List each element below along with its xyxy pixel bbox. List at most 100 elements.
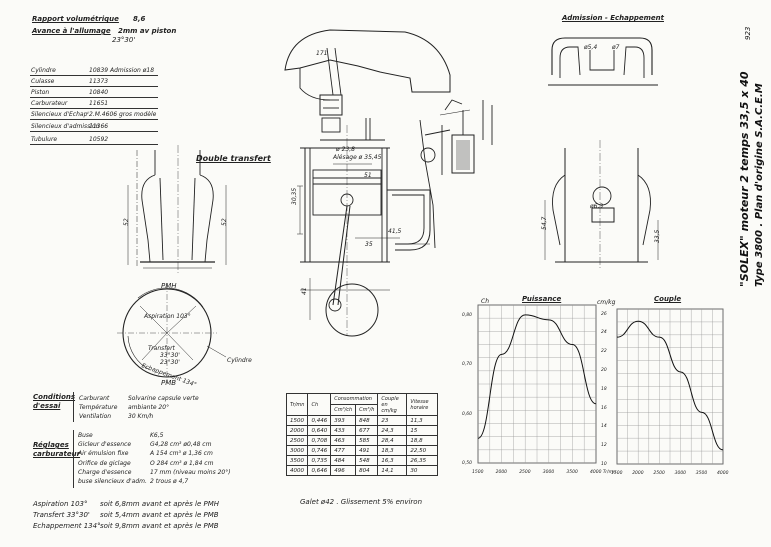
table-cell: 3500 [285, 455, 309, 466]
footer-value: soit 5,4mm avant et après le PMB [100, 511, 219, 519]
table-cell: 433 [330, 425, 357, 436]
dim-52-right: 52 [221, 218, 228, 226]
puissance-ylabel: Ch [481, 298, 489, 305]
advance-label: Avance à l'allumage [32, 27, 111, 35]
x-tick-label: 3000 [674, 471, 687, 476]
table-cell: 18,3 [377, 445, 408, 456]
dim-41: 41 [301, 287, 308, 295]
footer-label: Aspiration 103° [33, 500, 88, 508]
reglage-value: K6,5 [150, 432, 164, 439]
y-tick-label: 0,80 [462, 312, 473, 318]
footer-value: soit 6,8mm avant et après le PMH [100, 500, 220, 508]
table-cell: 393 [330, 415, 357, 426]
part-label: Culasse [31, 78, 55, 85]
footer-label: Transfert 33°30' [33, 511, 90, 519]
th-vitesse: Vitesse horaire [406, 393, 439, 416]
reglage-label: Buse [78, 432, 93, 439]
y-tick-label: 16 [601, 405, 607, 411]
y-tick-label: 0,60 [462, 411, 473, 417]
condition-value: 30 Km/h [128, 413, 154, 420]
couple-title: Couple [654, 295, 682, 303]
x-tick-label: 2000 [632, 471, 644, 476]
dim-547: 54,7 [541, 216, 548, 230]
table-cell: 18,8 [406, 435, 439, 446]
trans-label: Transfert [148, 345, 175, 352]
table-cell: 3000 [285, 445, 309, 456]
th-tr: Tr/mn [285, 393, 309, 416]
table-cell: 677 [355, 425, 379, 436]
title-sub: Type 3800 . Plan d'origine S.A.C.E.M [754, 83, 765, 287]
cylindre-label: Cylindre [227, 357, 252, 364]
dim-alesage: Alésage ø 35,45 [333, 154, 382, 161]
table-cell: 1500 [285, 415, 309, 426]
y-tick-label: 0,70 [462, 362, 473, 368]
table-cell: 11,3 [406, 415, 439, 426]
table-cell: 23 [377, 415, 408, 426]
x-tick-label: 3000 [542, 470, 555, 475]
y-tick-label: 12 [601, 443, 607, 449]
puissance-chart [477, 304, 597, 464]
x-tick-label: 3500 [566, 470, 578, 475]
table-cell: 585 [355, 435, 379, 446]
footer-label: Echappement 134° [33, 522, 101, 530]
footer-value: soit 9,8mm avant et après le PMB [100, 522, 219, 530]
y-tick-label: 26 [601, 311, 607, 317]
reglage-label: Charge d'essence [78, 469, 132, 476]
admission-title: Admission - Echappement [562, 14, 664, 22]
galet-note: Galet ø42 . Glissement 5% environ [300, 498, 423, 506]
part-value: 11373 [89, 78, 109, 85]
table-cell: 24,3 [377, 425, 408, 436]
part-label: Tubulure [31, 136, 58, 143]
dim-171: 171 [316, 50, 328, 57]
table-cell: 496 [330, 465, 357, 476]
table-cell: 463 [330, 435, 357, 446]
timing-diagram [117, 283, 227, 383]
table-cell: 28,4 [377, 435, 408, 446]
y-tick-label: 20 [601, 368, 607, 374]
part-label: Silencieux d'Echapᵗ [31, 111, 90, 118]
part-label: Piston [31, 89, 50, 96]
dim-51: 51 [364, 172, 372, 179]
table-cell: 0,646 [307, 465, 332, 476]
table-cell: 15 [406, 425, 439, 436]
table-cell: 848 [355, 415, 379, 426]
part-value: 11366 [89, 123, 109, 130]
table-cell: 2500 [285, 435, 309, 446]
th-ch: Ch [307, 393, 332, 416]
table-cell: 804 [355, 465, 379, 476]
condition-value: Solvarine capsule verte [128, 395, 199, 402]
table-cell: 26,35 [406, 455, 439, 466]
condition-value: ambiante 20° [128, 404, 170, 411]
dim-335: 33,5 [654, 229, 661, 243]
condition-label: Ventilation [79, 413, 112, 420]
reglage-value: A 154 cm³ ø 1,36 cm [150, 450, 213, 457]
x-tick-label: 4000 Tr/mn [590, 470, 616, 475]
table-cell: 16,3 [377, 455, 408, 466]
dim-415: 41,5 [388, 228, 402, 235]
reglage-value: 2 trous ø 4,7 [150, 478, 189, 485]
angle-a1: 33°30' [160, 352, 180, 359]
table-cell: 22,50 [406, 445, 439, 456]
table-cell: 30 [406, 465, 439, 476]
conditions-title: Conditions d'essai [33, 393, 76, 410]
reglage-value: 17 mm (niveau moins 20°) [150, 469, 231, 476]
double-transfert-cylinder [127, 145, 227, 275]
th-cm3ch: Cm³/ch [330, 404, 357, 416]
double-transfert-title: Double transfert [196, 154, 271, 163]
x-tick-label: 1500 [611, 471, 623, 476]
puissance-title: Puissance [522, 295, 562, 303]
asp-label: Aspiration 103° [144, 313, 191, 320]
x-tick-label: 2500 [519, 470, 531, 475]
angle-a2: 23°30' [160, 359, 180, 366]
reglage-label: Air émulsion fixe [78, 450, 129, 457]
x-tick-label: 4000 [717, 471, 729, 476]
table-cell: 0,735 [307, 455, 332, 466]
dim-238: ø 23,8 [336, 146, 355, 153]
table-cell: 4000 [285, 465, 309, 476]
dim-7: ø7 [612, 44, 620, 51]
th-couple: Couple en cm/kg [377, 393, 408, 416]
x-tick-label: 2000 [495, 470, 508, 475]
dim-3035: 30,35 [291, 187, 298, 205]
